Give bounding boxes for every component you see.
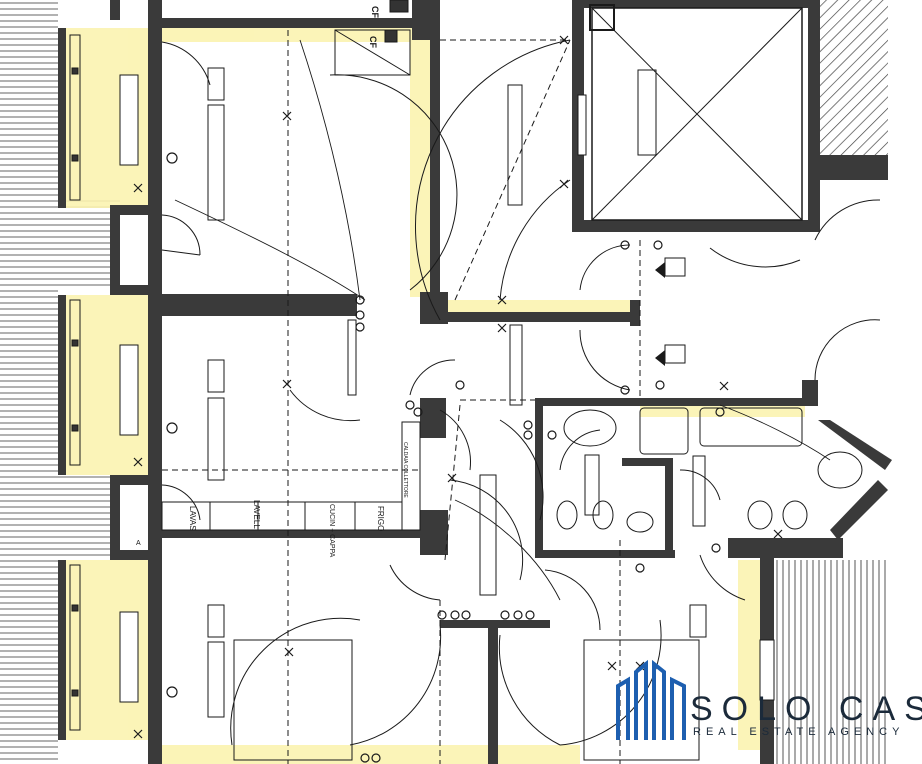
shaft-hatch [818,0,888,155]
solo-case-logo [616,659,686,740]
label-cf-second: CF [368,36,378,48]
wiring [162,30,641,764]
label-frigo: FRIGO [376,506,385,531]
balcony-left [0,0,58,764]
watermark-tagline: REAL ESTATE AGENCY [693,726,905,738]
label-caldaia: CALDAIA COLLETTORE [402,442,408,498]
label-cucina: CUCIN + CAPPA [328,504,335,558]
watermark-name: SOLO CASE [690,690,922,728]
label-a: A [136,540,141,547]
lift-shaft [589,4,803,221]
label-cf-top: CF [370,6,380,18]
windows [69,34,775,731]
walls [58,0,892,764]
cross-markers [133,35,783,739]
balcony-bottom-right [775,560,890,764]
label-lavell: LAVELL [252,500,261,529]
electrical-symbols [166,152,725,763]
label-lavas: LAVAS [188,506,197,531]
door-arcs [161,39,881,746]
